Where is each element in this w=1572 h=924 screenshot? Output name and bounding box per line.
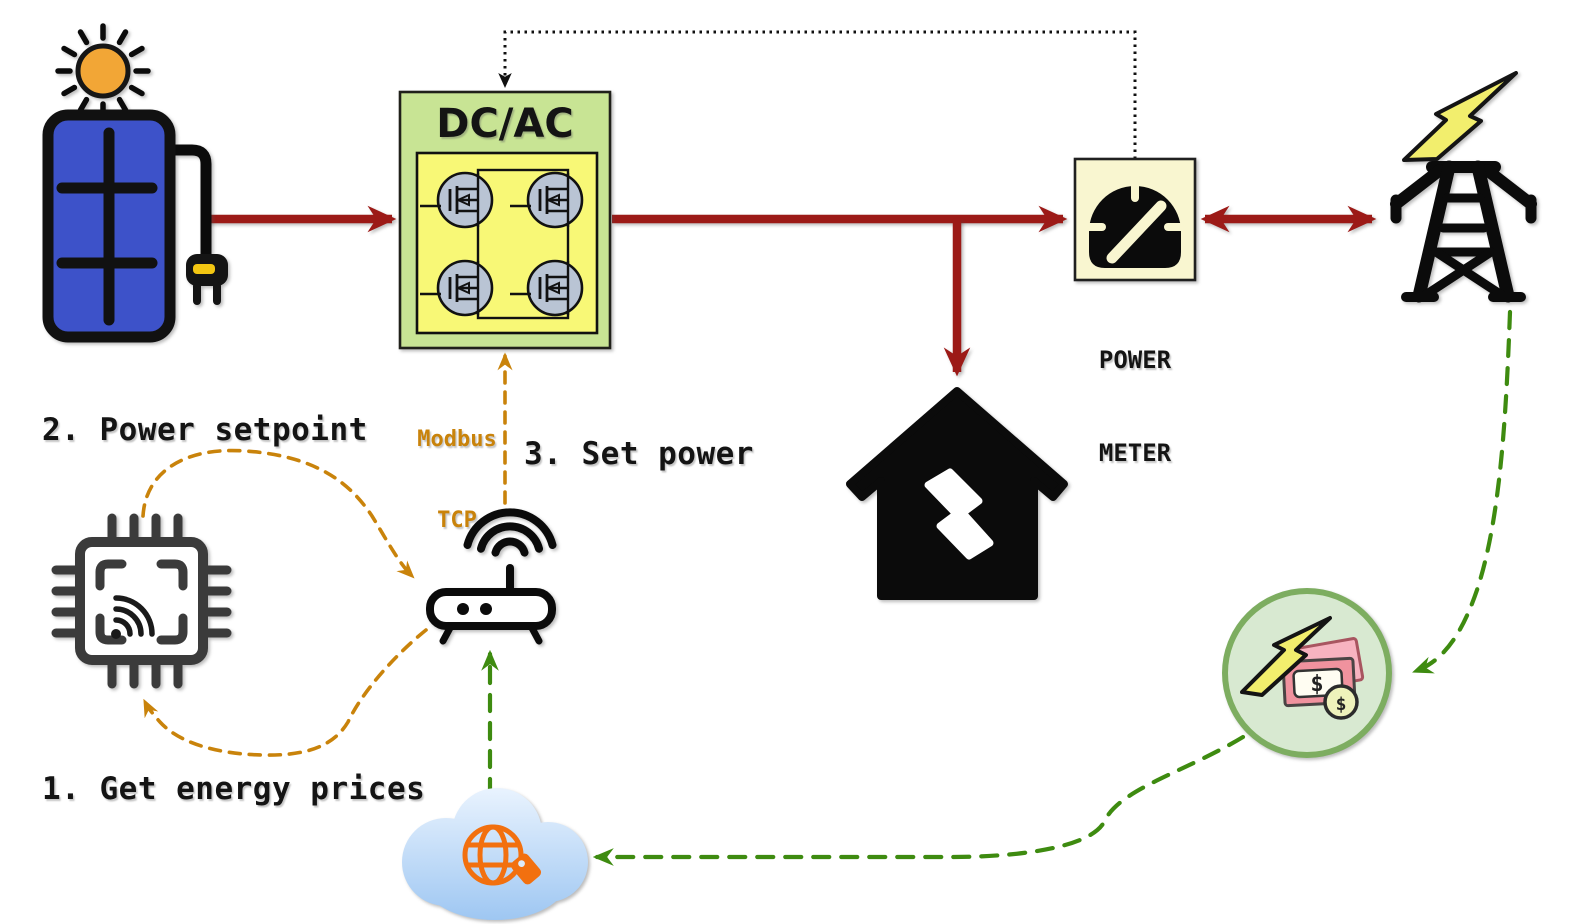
plug-icon	[186, 254, 228, 305]
inverter-label: DC/AC	[436, 101, 574, 147]
house-bolt-cutout	[924, 468, 994, 560]
wifi-router-icon	[426, 508, 557, 645]
bill-dollar: $	[1310, 672, 1323, 697]
power-meter-gauge-icon	[1081, 176, 1189, 268]
chip-wifi-icon	[111, 595, 155, 639]
inverter-box	[398, 90, 612, 350]
price-bolt-icon	[1240, 616, 1332, 697]
sun-icon	[55, 23, 151, 119]
power-meter-label-line2: METER	[1098, 439, 1172, 467]
grid-to-prices-dashed-arrow	[1412, 309, 1513, 674]
power-meter-label: POWER METER	[1073, 283, 1197, 500]
modbus-tcp-label: Modbus TCP	[398, 372, 516, 561]
coin-dollar: $	[1336, 694, 1347, 715]
modbus-label-line2: TCP	[437, 508, 477, 533]
coin-icon: $	[1323, 684, 1359, 720]
solar-panel-icon	[42, 109, 228, 343]
prices-to-mcu-dashed-arrow	[143, 628, 428, 757]
power-meter-box	[1073, 157, 1197, 282]
prices-to-cloud-dashed-arrow	[592, 734, 1246, 866]
step1-get-energy-prices-label: 1. Get energy prices	[42, 771, 426, 807]
cloud-internet-icon	[402, 788, 588, 920]
power-meter-label-line1: POWER	[1098, 346, 1172, 374]
mcu-chip-icon	[51, 513, 232, 689]
house-load-icon	[846, 387, 1068, 600]
modbus-label-line1: Modbus	[417, 427, 497, 452]
inverter-mosfet-bridge-icon	[418, 168, 584, 320]
energy-price-icon: $ $	[1222, 588, 1392, 758]
meter-feedback-dotted-line	[498, 30, 1137, 159]
step3-set-power-label: 3. Set power	[524, 436, 754, 472]
step2-power-setpoint-label: 2. Power setpoint	[42, 412, 368, 448]
globe-price-icon	[462, 824, 542, 886]
setpoint-dashed-arrow	[141, 448, 415, 579]
grid-tower-icon	[1390, 71, 1537, 303]
lightning-bolt-icon	[1402, 71, 1518, 162]
